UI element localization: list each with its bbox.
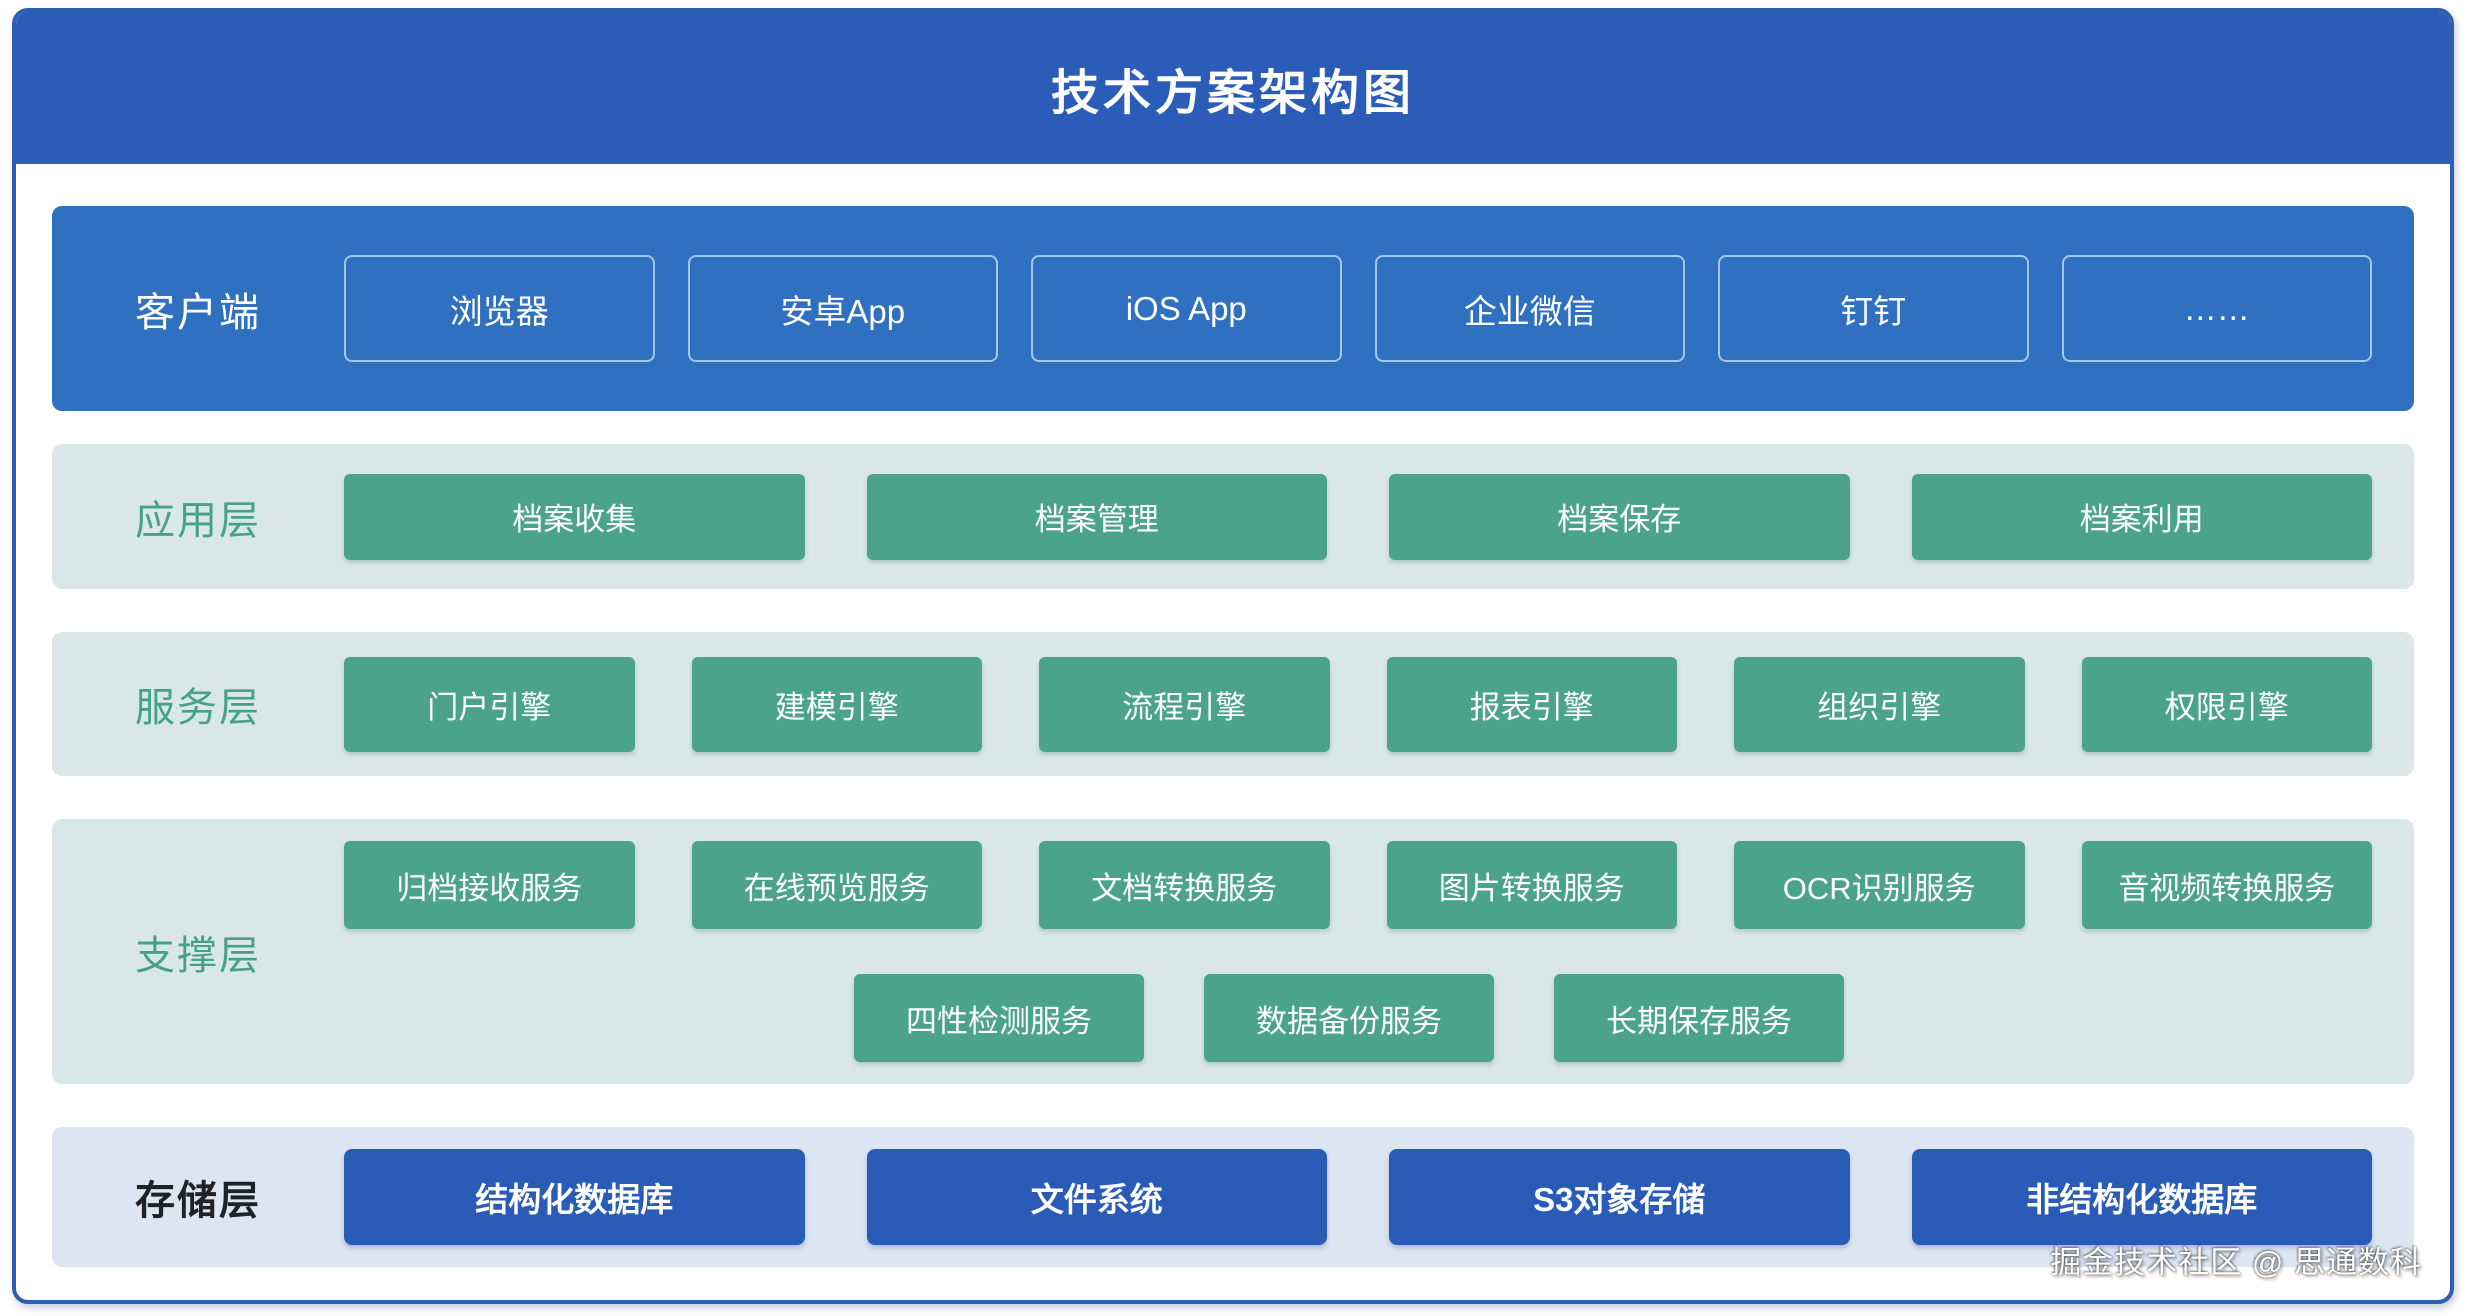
- support-box-av-convert: 音视频转换服务: [2081, 841, 2372, 929]
- layer-label-support: 支撑层: [135, 933, 261, 978]
- storage-box-s3-object-storage: S3对象存储: [1389, 1149, 1850, 1245]
- storage-boxes: 结构化数据库 文件系统 S3对象存储 非结构化数据库: [344, 1149, 2372, 1245]
- service-boxes: 门户引擎 建模引擎 流程引擎 报表引擎 组织引擎 权限引擎: [344, 656, 2372, 752]
- client-box-ios-app: iOS App: [1031, 255, 1342, 362]
- layer-label-application: 应用层: [135, 498, 261, 543]
- service-box-workflow-engine: 流程引擎: [1039, 656, 1330, 752]
- app-box-archive-manage: 档案管理: [866, 473, 1327, 560]
- support-box-doc-convert: 文档转换服务: [1039, 841, 1330, 929]
- layer-storage: 存储层 结构化数据库 文件系统 S3对象存储 非结构化数据库: [52, 1127, 2414, 1267]
- client-box-dingtalk: 钉钉: [1718, 255, 2029, 362]
- client-box-android-app: 安卓App: [687, 255, 998, 362]
- layer-label-service: 服务层: [135, 686, 261, 730]
- support-row-1: 归档接收服务 在线预览服务 文档转换服务 图片转换服务 OCR识别服务 音视频转…: [344, 841, 2372, 929]
- service-box-permission-engine: 权限引擎: [2081, 656, 2372, 752]
- app-box-archive-collect: 档案收集: [344, 473, 805, 560]
- client-boxes: 浏览器 安卓App iOS App 企业微信 钉钉 ……: [344, 255, 2372, 362]
- title-bar: 技术方案架构图: [16, 12, 2450, 164]
- support-box-data-backup: 数据备份服务: [1204, 974, 1494, 1062]
- support-box-image-convert: 图片转换服务: [1386, 841, 1677, 929]
- layer-application: 应用层 档案收集 档案管理 档案保存 档案利用: [52, 444, 2414, 589]
- client-box-more: ……: [2061, 255, 2372, 362]
- layer-client: 客户端 浏览器 安卓App iOS App 企业微信 钉钉 ……: [52, 206, 2414, 411]
- service-box-report-engine: 报表引擎: [1386, 656, 1677, 752]
- layer-service: 服务层 门户引擎 建模引擎 流程引擎 报表引擎 组织引擎 权限引擎: [52, 632, 2414, 776]
- diagram-title: 技术方案架构图: [1050, 67, 1415, 120]
- storage-box-structured-db: 结构化数据库: [344, 1149, 805, 1245]
- client-box-browser: 浏览器: [344, 255, 655, 362]
- application-boxes: 档案收集 档案管理 档案保存 档案利用: [344, 473, 2372, 560]
- support-box-archive-receive: 归档接收服务: [344, 841, 635, 929]
- app-box-archive-preserve: 档案保存: [1389, 473, 1850, 560]
- service-box-modeling-engine: 建模引擎: [691, 656, 982, 752]
- app-box-archive-utilize: 档案利用: [1911, 473, 2372, 560]
- service-box-org-engine: 组织引擎: [1734, 656, 2025, 752]
- support-box-four-quality-check: 四性检测服务: [854, 974, 1144, 1062]
- support-box-ocr-recognition: OCR识别服务: [1734, 841, 2025, 929]
- support-box-long-term-preserve: 长期保存服务: [1554, 974, 1844, 1062]
- layer-label-storage: 存储层: [135, 1179, 261, 1223]
- client-box-wechat-work: 企业微信: [1374, 255, 1685, 362]
- layer-support: 支撑层 归档接收服务 在线预览服务 文档转换服务 图片转换服务 OCR识别服务 …: [52, 819, 2414, 1084]
- architecture-diagram-frame: 技术方案架构图 客户端 浏览器 安卓App iOS App 企业微信 钉钉 ………: [12, 8, 2454, 1304]
- support-box-online-preview: 在线预览服务: [691, 841, 982, 929]
- watermark: 掘金技术社区 @ 思通数科: [2050, 1245, 2422, 1280]
- storage-box-file-system: 文件系统: [866, 1149, 1327, 1245]
- storage-box-unstructured-db: 非结构化数据库: [1911, 1149, 2372, 1245]
- service-box-portal-engine: 门户引擎: [344, 656, 635, 752]
- support-row-2: 四性检测服务 数据备份服务 长期保存服务: [854, 974, 2372, 1062]
- support-boxes: 归档接收服务 在线预览服务 文档转换服务 图片转换服务 OCR识别服务 音视频转…: [344, 841, 2372, 1062]
- layer-label-client: 客户端: [135, 290, 261, 335]
